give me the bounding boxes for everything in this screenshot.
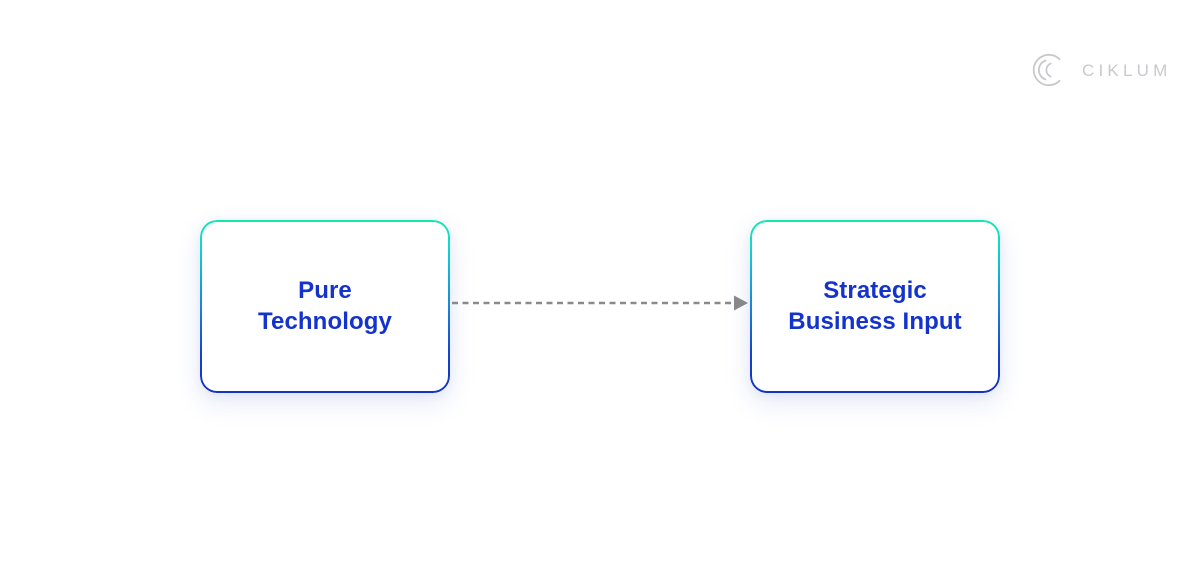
node-pure-technology[interactable]: Pure Technology	[200, 220, 450, 393]
brand-logo: CIKLUM	[1028, 50, 1171, 90]
node-strategic-business-input-label: Strategic Business Input	[788, 277, 962, 335]
node-strategic-business-input[interactable]: Strategic Business Input	[750, 220, 1000, 393]
node-pure-technology-label: Pure Technology	[258, 277, 392, 335]
connector-pure-technology-to-strategic-business-input	[452, 295, 748, 311]
brand-name: CIKLUM	[1082, 60, 1172, 80]
ciklum-c-arcs-icon	[1032, 53, 1061, 87]
